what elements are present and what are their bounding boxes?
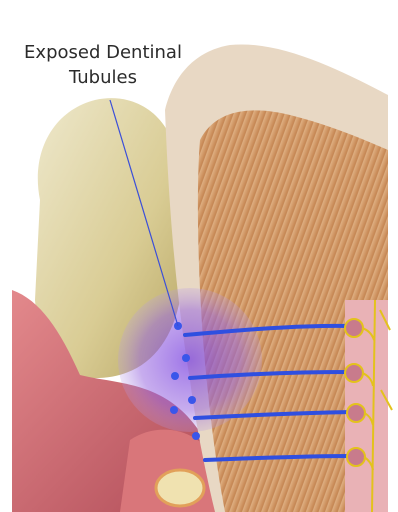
nerve-cell-icon bbox=[347, 448, 365, 466]
tubule-opening bbox=[188, 396, 196, 404]
tubules-label: Exposed Dentinal Tubules bbox=[8, 40, 198, 90]
tubule-opening bbox=[170, 406, 178, 414]
label-line-1: Exposed Dentinal bbox=[8, 40, 198, 65]
tubule-opening bbox=[192, 432, 200, 440]
tubule-opening bbox=[182, 354, 190, 362]
root-canal-section bbox=[156, 470, 204, 506]
nerve-cell-icon bbox=[347, 404, 365, 422]
label-line-2: Tubules bbox=[8, 65, 198, 90]
nerve-cell-icon bbox=[345, 319, 363, 337]
exposed-area-highlight bbox=[118, 288, 262, 432]
tubule-opening bbox=[171, 372, 179, 380]
nerve-cell-icon bbox=[345, 364, 363, 382]
